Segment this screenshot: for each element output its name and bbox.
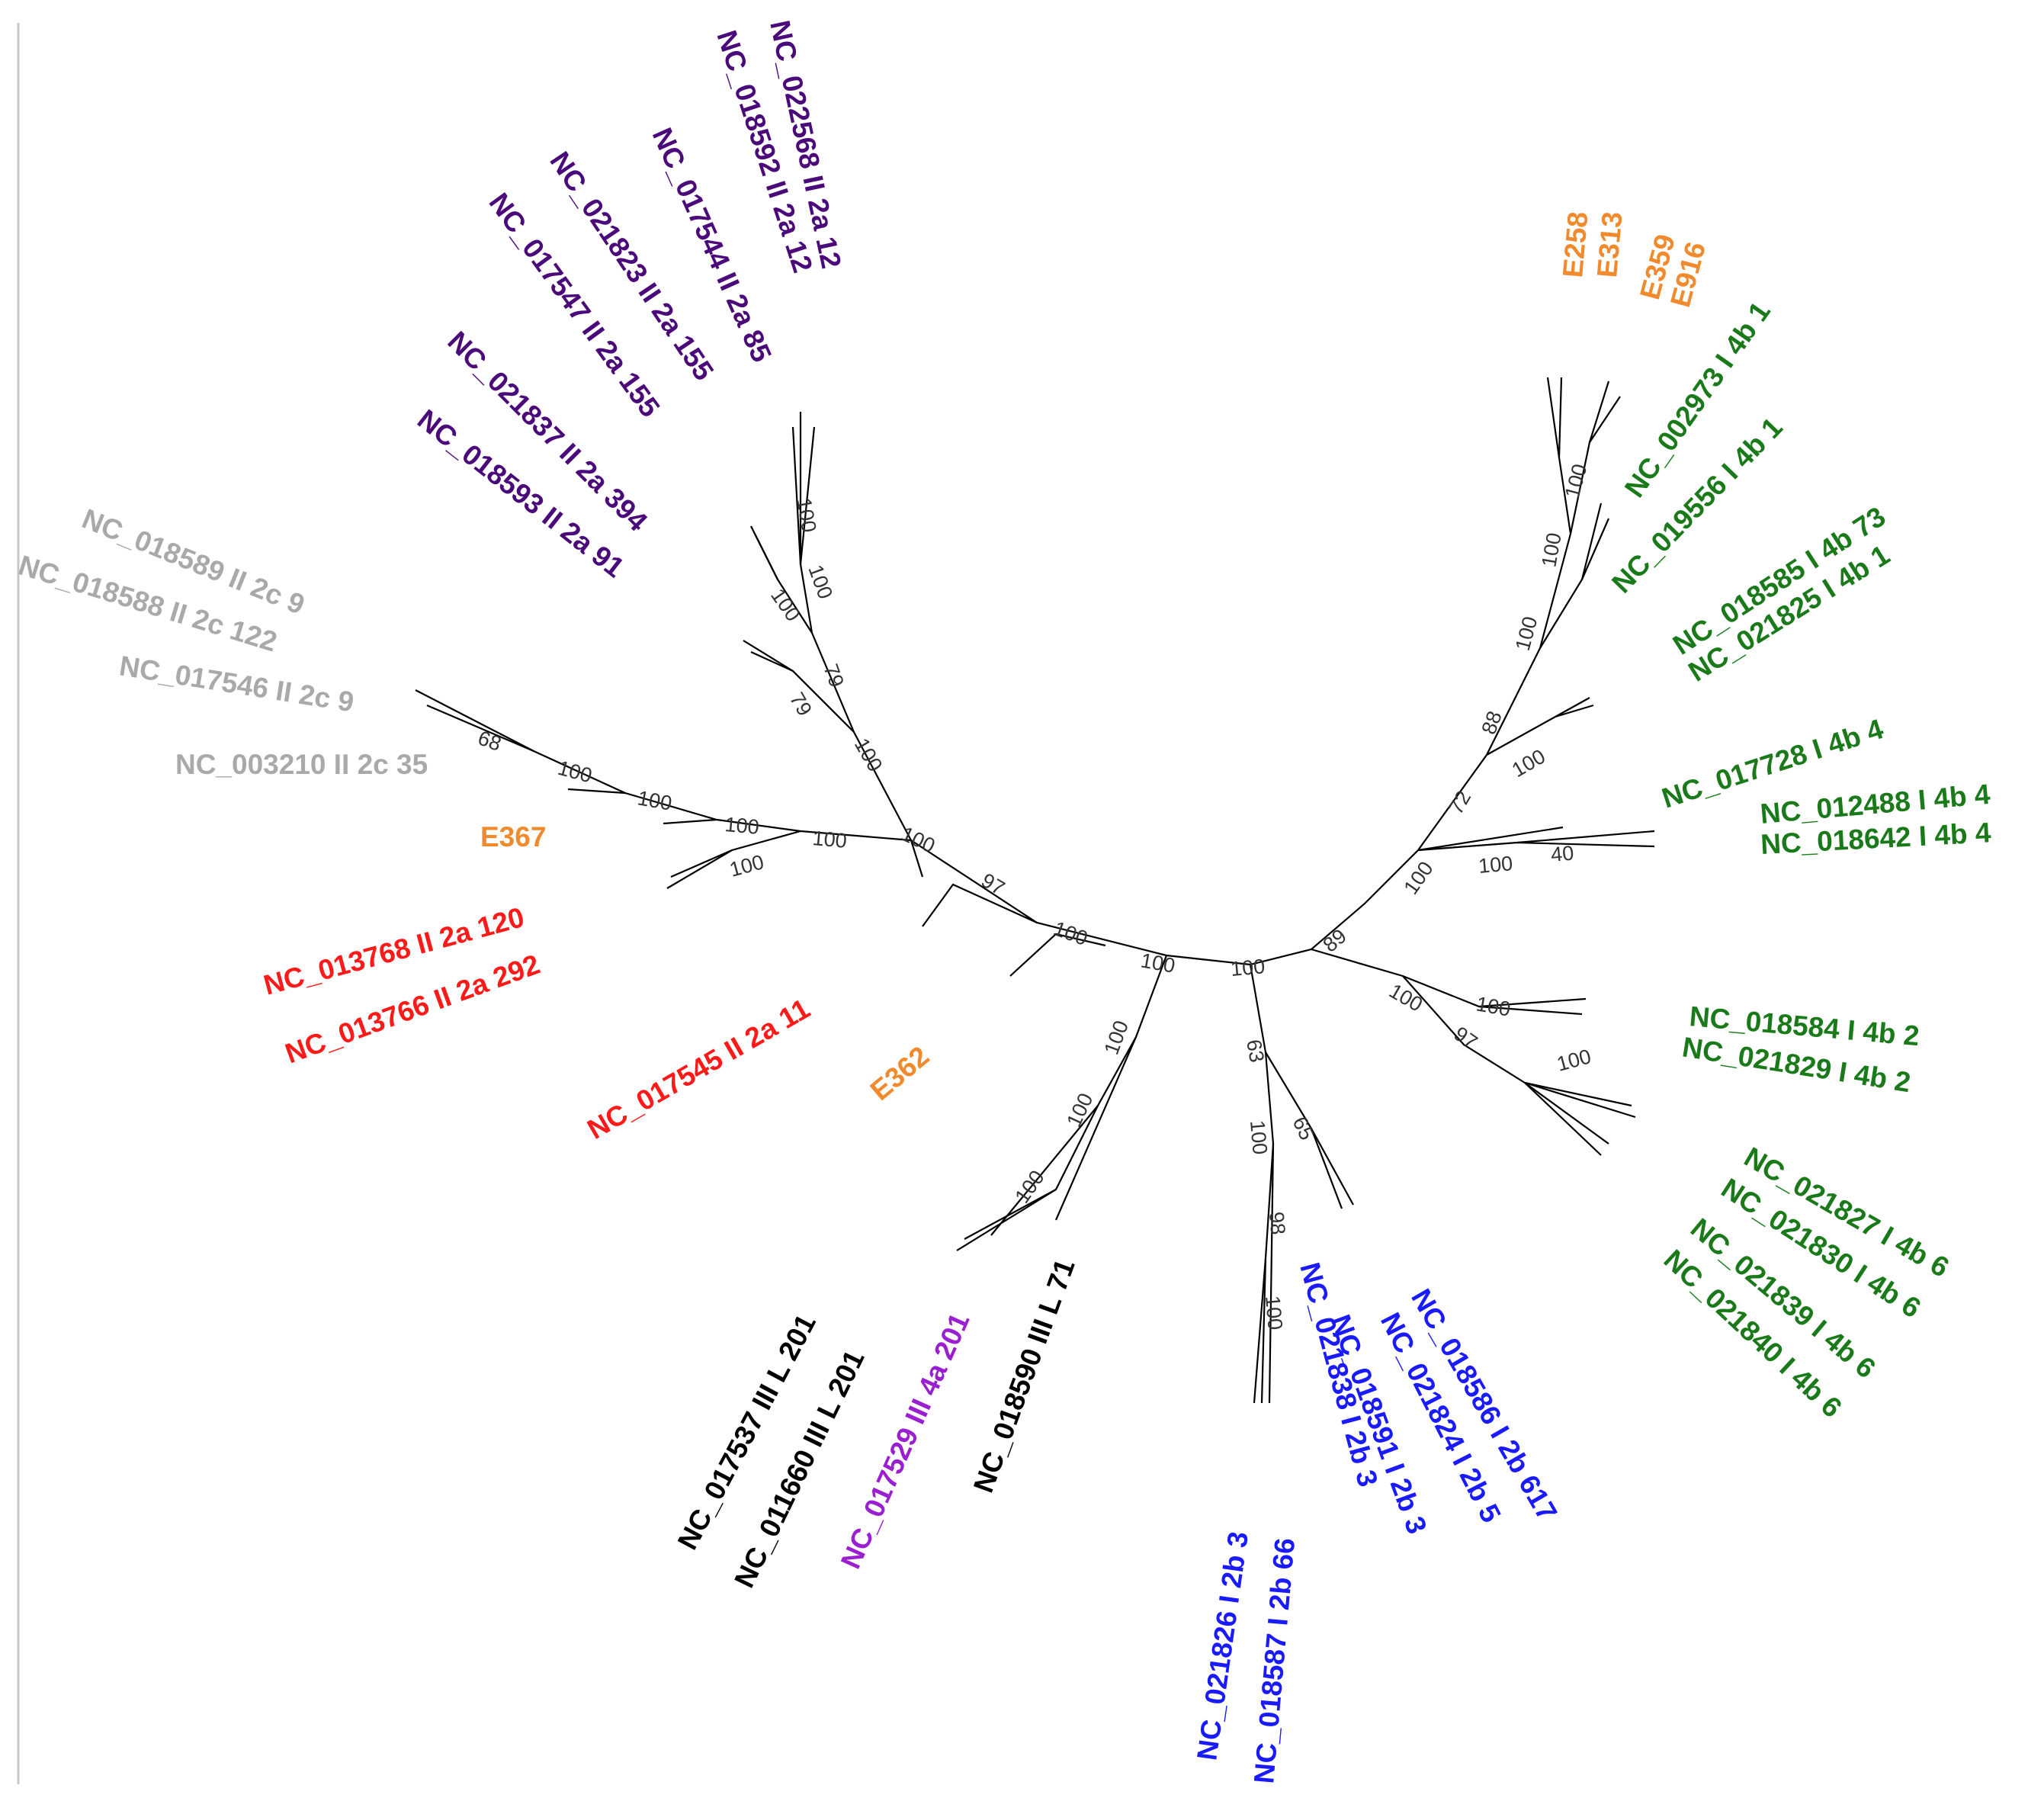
bootstrap-label: 100 <box>1478 852 1514 878</box>
bootstrap-label: 72 <box>1444 787 1475 818</box>
branch <box>1417 826 1564 852</box>
branch <box>990 1105 1099 1236</box>
branch <box>1402 975 1632 1107</box>
bootstrap-label: 100 <box>804 562 837 602</box>
branch <box>754 533 778 580</box>
bootstrap-label: 100 <box>1051 917 1091 950</box>
bootstrap-label: 100 <box>1474 992 1513 1020</box>
leaf-label-orange: E258 <box>1557 210 1593 279</box>
bootstrap-label: 100 <box>1511 614 1542 653</box>
leaf-label-orange: E367 <box>480 821 546 852</box>
branch <box>426 704 534 753</box>
branch <box>1486 704 1594 756</box>
bootstrap-label: 100 <box>1261 1295 1287 1331</box>
branch <box>1555 697 1590 718</box>
bootstrap-label: 100 <box>811 827 848 852</box>
bootstrap-label: 100 <box>766 584 804 625</box>
branch <box>1054 1036 1138 1221</box>
leaf-label-orange: E362 <box>865 1040 935 1106</box>
branch <box>567 788 626 795</box>
leaf-label-grey: NC_017546 II 2c 9 <box>117 650 356 718</box>
bootstrap-label: 100 <box>1062 1090 1097 1131</box>
bootstrap-label: 100 <box>1508 745 1549 782</box>
branch <box>1524 1081 1636 1119</box>
branch <box>1417 841 1655 852</box>
leaf-label-black: NC_018590 III L 71 <box>967 1255 1081 1497</box>
branch <box>1539 502 1603 649</box>
bootstrap-label: 65 <box>1288 1113 1319 1144</box>
bootstrap-label: 100 <box>1139 949 1177 977</box>
backbone-branch <box>910 533 1572 966</box>
bootstrap-label: 100 <box>792 496 820 535</box>
bootstrap-label: 97 <box>977 868 1009 900</box>
bootstrap-label: 100 <box>555 756 594 788</box>
branch <box>1569 380 1610 535</box>
branch <box>663 818 717 825</box>
bootstrap-label: 100 <box>1246 1119 1272 1156</box>
bootstrap-label: 100 <box>1537 531 1565 569</box>
bootstrap-label: 100 <box>1230 955 1266 981</box>
bootstrap-label: 98 <box>1265 1211 1290 1236</box>
leaf-label-blue: NC_021826 I 2b 3 <box>1191 1530 1254 1762</box>
leaf-label-green: NC_019556 I 4b 1 <box>1606 412 1789 599</box>
leaf-label-red: NC_017545 II 2a 11 <box>582 993 816 1145</box>
branch <box>1558 377 1563 458</box>
bootstrap-label: 40 <box>1550 841 1575 866</box>
leaf-label-grey: NC_003210 II 2c 35 <box>175 749 428 780</box>
branch <box>1589 396 1621 443</box>
branch <box>1260 1257 1267 1404</box>
bootstrap-label: 89 <box>1319 924 1351 956</box>
branch <box>750 650 794 673</box>
bootstrap-label: 68 <box>475 726 504 755</box>
bootstrap-label: 79 <box>819 661 848 690</box>
leaf-label-green: NC_002973 I 4b 1 <box>1619 296 1776 502</box>
bootstrap-label: 100 <box>724 813 760 839</box>
branch-grey-stem <box>415 689 912 842</box>
leaf-label-violet: NC_017529 III 4a 201 <box>835 1308 976 1573</box>
bootstrap-label: 100 <box>1385 979 1426 1016</box>
branch <box>791 426 802 565</box>
bootstrap-label: 100 <box>636 786 674 814</box>
bootstrap-label: 100 <box>850 734 887 775</box>
branch <box>1009 933 1106 977</box>
branch <box>922 883 1038 927</box>
bootstrap-label: 88 <box>1477 708 1506 737</box>
branch <box>964 1189 1057 1240</box>
bootstrap-label: 100 <box>1561 461 1592 500</box>
branch <box>1580 518 1610 580</box>
branch <box>1524 1082 1609 1145</box>
branch <box>799 426 816 565</box>
bootstrap-label: 79 <box>785 689 817 720</box>
branch <box>1310 1128 1343 1209</box>
branch <box>910 840 924 878</box>
branch-green-lower-stem <box>1311 948 1583 1016</box>
bootstrap-label: 63 <box>1242 1038 1269 1064</box>
bootstrap-label: 100 <box>727 850 766 881</box>
branch <box>1478 997 1587 1008</box>
bootstrap-label: 100 <box>1555 1045 1593 1076</box>
branch <box>1268 1143 1275 1404</box>
tree-branches <box>415 377 1655 1404</box>
branch <box>1516 830 1655 844</box>
leaf-label-orange: E313 <box>1591 210 1628 279</box>
leaf-label-blue: NC_018587 I 2b 66 <box>1248 1536 1301 1784</box>
branch <box>1524 1082 1602 1156</box>
bootstrap-label: 97 <box>1450 1022 1482 1054</box>
branch-purple-stem <box>799 412 912 841</box>
branch <box>670 849 733 878</box>
